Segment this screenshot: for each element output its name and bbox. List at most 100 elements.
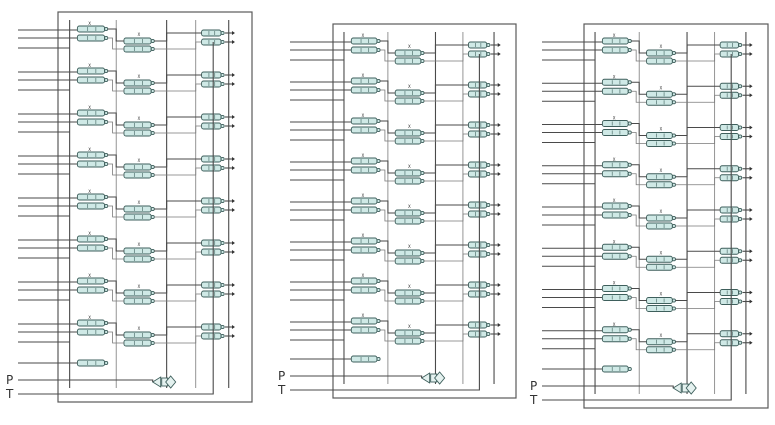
- inverter-bubble: [376, 167, 381, 173]
- logic-gate: [646, 173, 676, 181]
- gate-body: [350, 326, 378, 334]
- inverter-bubble: [104, 194, 109, 200]
- gate-link: [154, 242, 202, 252]
- gate-body: [467, 241, 488, 249]
- gate-link: [423, 244, 469, 254]
- logic-gate: [394, 337, 425, 345]
- output-arrow-icon: [497, 283, 501, 287]
- inverter-bubble: [150, 46, 155, 52]
- inverter-bubble: [627, 286, 632, 291]
- inverter-bubble: [486, 331, 491, 337]
- gate-link: [675, 333, 721, 343]
- output-arrow-icon: [497, 323, 501, 327]
- gate-link: [107, 79, 124, 92]
- inverter-bubble: [627, 38, 632, 44]
- logic-gate: [350, 317, 381, 325]
- output-arrow-icon: [231, 334, 235, 338]
- gate-link: [423, 293, 469, 302]
- gate-body: [719, 215, 740, 223]
- gate-body: [201, 113, 222, 121]
- gate-link: [631, 246, 647, 260]
- gate-body: [719, 165, 740, 173]
- logic-gate: [646, 214, 676, 222]
- gate-link: [154, 209, 202, 218]
- inverter-bubble: [220, 198, 225, 204]
- inverter-bubble: [104, 278, 109, 284]
- logic-gate: [394, 289, 425, 297]
- p-input-wire: [542, 385, 674, 388]
- logic-gate: [394, 297, 425, 305]
- gate-body: [467, 330, 488, 338]
- gate-link: [675, 136, 721, 144]
- gate-body: [350, 77, 378, 85]
- gate-label: X: [408, 124, 411, 129]
- logic-gate: [350, 206, 381, 214]
- gate-link: [675, 301, 721, 309]
- inverter-bubble: [627, 89, 632, 94]
- gate-label: X: [613, 281, 616, 286]
- output-arrow-icon: [231, 73, 235, 77]
- gate-link: [675, 291, 721, 302]
- inverter-bubble: [420, 138, 425, 144]
- inverter-bubble: [671, 174, 676, 179]
- gate-label: X: [138, 284, 141, 289]
- gate-link: [379, 249, 396, 262]
- t-input-wire: [542, 54, 732, 401]
- gate-link: [675, 209, 721, 219]
- logic-gate: [646, 90, 676, 98]
- inverter-bubble: [627, 245, 632, 250]
- gate-body: [201, 290, 222, 298]
- gate-body: [201, 80, 222, 88]
- logic-gate: [123, 289, 155, 297]
- logic-gate: [76, 160, 109, 168]
- gate-body: [350, 317, 378, 325]
- logic-gate: [601, 243, 632, 251]
- gate-body: [719, 330, 740, 338]
- output-arrow-icon: [497, 123, 501, 127]
- logic-gate: [350, 166, 381, 174]
- output-arrow-icon: [749, 331, 753, 336]
- logic-gate: [601, 161, 632, 169]
- gate-body: [719, 339, 740, 347]
- gate-body: [201, 197, 222, 205]
- gate-link: [631, 297, 647, 309]
- gate-body: [394, 217, 422, 225]
- inverter-bubble: [671, 223, 676, 229]
- output-arrow-icon: [497, 43, 501, 47]
- gate-label: X: [613, 74, 616, 79]
- gate-body: [719, 41, 740, 49]
- logic-gate: [601, 252, 632, 260]
- inverter-bubble: [104, 245, 109, 251]
- inverter-bubble: [150, 80, 155, 86]
- gate-link: [675, 342, 721, 351]
- gate-label: X: [659, 44, 662, 49]
- gate-body: [123, 255, 152, 263]
- gate-label: X: [362, 193, 365, 198]
- logic-gate: [76, 109, 109, 117]
- output-arrow-icon: [749, 125, 753, 130]
- inverter-bubble: [486, 202, 491, 208]
- logic-gate: [123, 37, 155, 45]
- gate-link: [675, 53, 721, 62]
- gate-body: [350, 237, 378, 245]
- logic-gate: [350, 326, 381, 334]
- gate-link: [631, 90, 647, 103]
- gate-body: [123, 45, 152, 53]
- logic-gate: [76, 359, 109, 367]
- output-arrow-icon: [231, 124, 235, 128]
- output-arrow-icon: [749, 217, 753, 221]
- inverter-bubble: [150, 122, 155, 128]
- logic-gate: [123, 129, 155, 137]
- inverter-bubble: [627, 327, 632, 332]
- logic-gate: [350, 246, 381, 254]
- gate-body: [394, 177, 422, 185]
- diamond-icon: [434, 371, 446, 385]
- inverter-bubble: [738, 299, 743, 304]
- logic-gate: [123, 121, 155, 129]
- inverter-bubble: [150, 248, 155, 254]
- inverter-bubble: [738, 125, 743, 130]
- inverter-bubble: [738, 331, 743, 336]
- gate-body: [123, 163, 152, 171]
- gate-body: [201, 332, 222, 340]
